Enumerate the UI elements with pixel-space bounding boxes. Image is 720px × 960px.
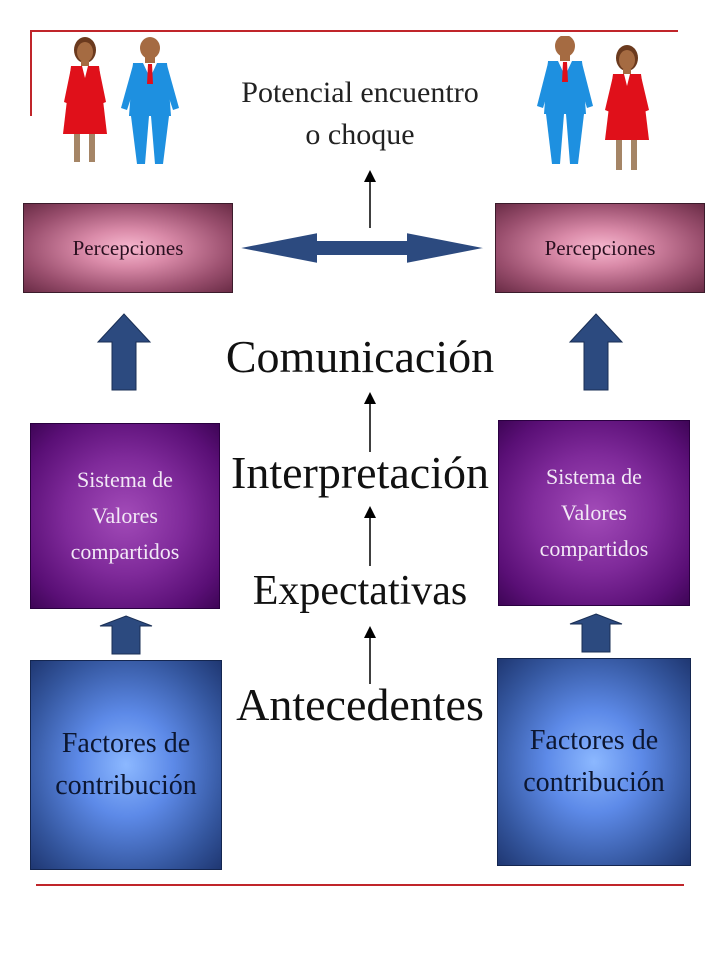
- couple-left-icon: [63, 37, 179, 164]
- woman-icon: [63, 37, 107, 162]
- perception-label-right: Percepciones: [544, 235, 656, 260]
- top-rule: [30, 30, 678, 32]
- values-left-line-3: compartidos: [70, 539, 180, 564]
- right-up-arrow-large-icon: [568, 313, 624, 391]
- values-right-line-3: compartidos: [539, 536, 649, 561]
- values-box-right: Sistema de Valores compartidos: [498, 420, 690, 606]
- values-left-line-1: Sistema de: [77, 467, 173, 492]
- stage-expectations: Expectativas: [252, 568, 468, 614]
- man-icon: [537, 36, 593, 164]
- woman-icon: [605, 45, 649, 170]
- factors-box-right: Factores de contribución: [497, 658, 691, 866]
- diagram-title: Potencial encuentro o choque: [200, 72, 520, 156]
- perception-box-left: Percepciones: [23, 203, 233, 293]
- stage-antecedents: Antecedentes: [236, 679, 484, 730]
- perception-label-left: Percepciones: [72, 235, 184, 260]
- factors-left-line-2: contribución: [55, 770, 197, 801]
- stage-communication: Comunicación: [225, 331, 495, 382]
- couple-right-icon: [537, 36, 649, 170]
- factors-left-line-1: Factores de: [61, 728, 191, 759]
- left-up-arrow-large-icon: [96, 313, 152, 391]
- factors-box-left: Factores de contribución: [30, 660, 222, 870]
- values-right-line-1: Sistema de: [546, 464, 642, 489]
- bottom-rule: [36, 884, 684, 886]
- stage-interpretation: Interpretación: [231, 447, 489, 498]
- double-arrow-icon: [235, 230, 489, 266]
- factors-right-line-2: contribución: [523, 767, 665, 798]
- factors-right-line-1: Factores de: [529, 725, 659, 756]
- title-line-2: o choque: [305, 118, 415, 151]
- values-left-line-2: Valores: [92, 503, 158, 528]
- man-icon: [121, 37, 179, 164]
- perception-box-right: Percepciones: [495, 203, 705, 293]
- values-right-line-2: Valores: [561, 500, 627, 525]
- title-line-1: Potencial encuentro: [241, 76, 479, 109]
- left-up-arrow-small-icon: [99, 615, 153, 655]
- top-left-rule: [30, 30, 32, 116]
- values-box-left: Sistema de Valores compartidos: [30, 423, 220, 609]
- right-up-arrow-small-icon: [569, 613, 623, 653]
